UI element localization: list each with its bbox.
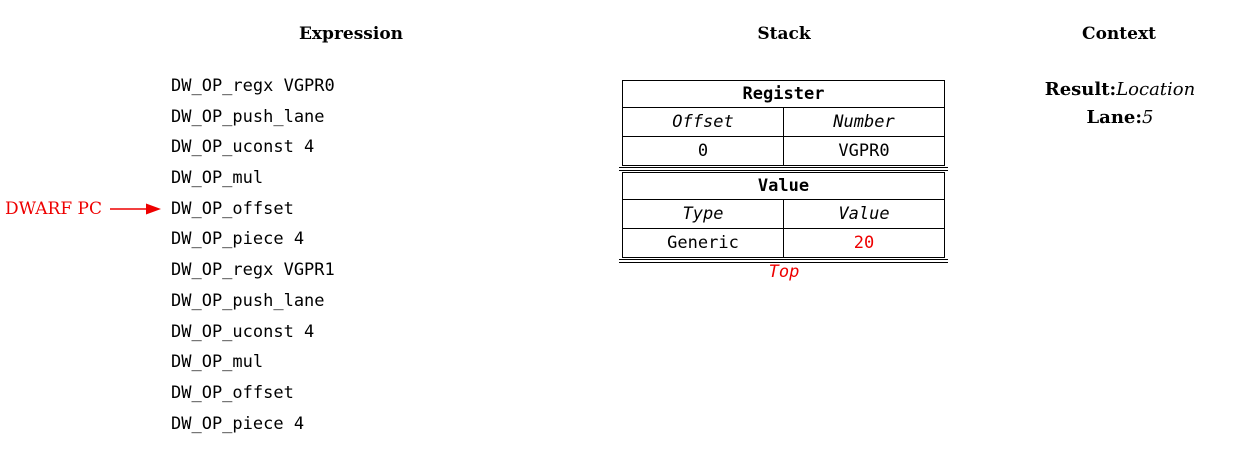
entry-title: Value — [623, 173, 944, 200]
field-type-label: Type — [682, 204, 724, 224]
stack-separator — [619, 167, 948, 168]
expression-op-current: DW_OP_offset — [171, 198, 294, 219]
field-offset-label: Offset — [672, 112, 734, 132]
stack-entry-register: Register Offset Number 0 VGPR0 — [622, 80, 945, 166]
dwarf-pc-arrow-icon — [110, 203, 161, 215]
expression-op: DW_OP_push_lane — [171, 106, 325, 127]
expression-column-title: Expression — [298, 24, 404, 44]
field-number-label: Number — [783, 108, 944, 136]
entry-value-row: 0 VGPR0 — [623, 136, 944, 165]
entry-value-row: Generic 20 — [623, 228, 944, 257]
context-lane-value: 5 — [1142, 107, 1154, 128]
expression-op-list: DW_OP_regx VGPR0 DW_OP_push_lane DW_OP_u… — [171, 71, 335, 439]
expression-op: DW_OP_regx VGPR0 — [171, 76, 335, 96]
context-lane: Lane:5 — [1087, 107, 1154, 128]
expression-op: DW_OP_piece 4 — [171, 229, 305, 250]
expression-op: DW_OP_piece 4 — [171, 413, 305, 434]
offset-value: 0 — [697, 141, 709, 161]
value-value: 20 — [783, 229, 944, 257]
stack-entry-value: Value Type Value Generic 20 — [622, 172, 945, 258]
number-value: VGPR0 — [783, 137, 944, 165]
expression-op: DW_OP_push_lane — [171, 290, 325, 311]
stack-column-title: Stack — [757, 24, 811, 44]
type-value: Generic — [667, 233, 739, 253]
context-column-title: Context — [1082, 24, 1156, 44]
entry-field-row: Offset Number — [623, 108, 944, 136]
expression-op: DW_OP_mul — [171, 352, 264, 373]
context-result-value: Location — [1116, 79, 1196, 100]
field-value-label: Value — [783, 200, 944, 228]
stack-bottom-rule — [619, 262, 948, 263]
entry-title: Register — [623, 81, 944, 108]
context-lane-key: Lane: — [1086, 107, 1143, 128]
stack-top-label: Top — [768, 262, 800, 282]
expression-op: DW_OP_mul — [171, 168, 264, 189]
expression-op: DW_OP_uconst 4 — [171, 137, 315, 158]
expression-op: DW_OP_offset — [171, 382, 294, 403]
expression-op: DW_OP_uconst 4 — [171, 321, 315, 342]
dwarf-pc-label: DWARF PC — [5, 199, 102, 220]
context-result: Result:Location — [1045, 79, 1195, 100]
entry-field-row: Type Value — [623, 200, 944, 228]
stack-bottom-rule — [619, 259, 948, 260]
context-result-key: Result: — [1044, 79, 1117, 100]
expression-op: DW_OP_regx VGPR1 — [171, 260, 335, 281]
stack-separator — [619, 170, 948, 171]
